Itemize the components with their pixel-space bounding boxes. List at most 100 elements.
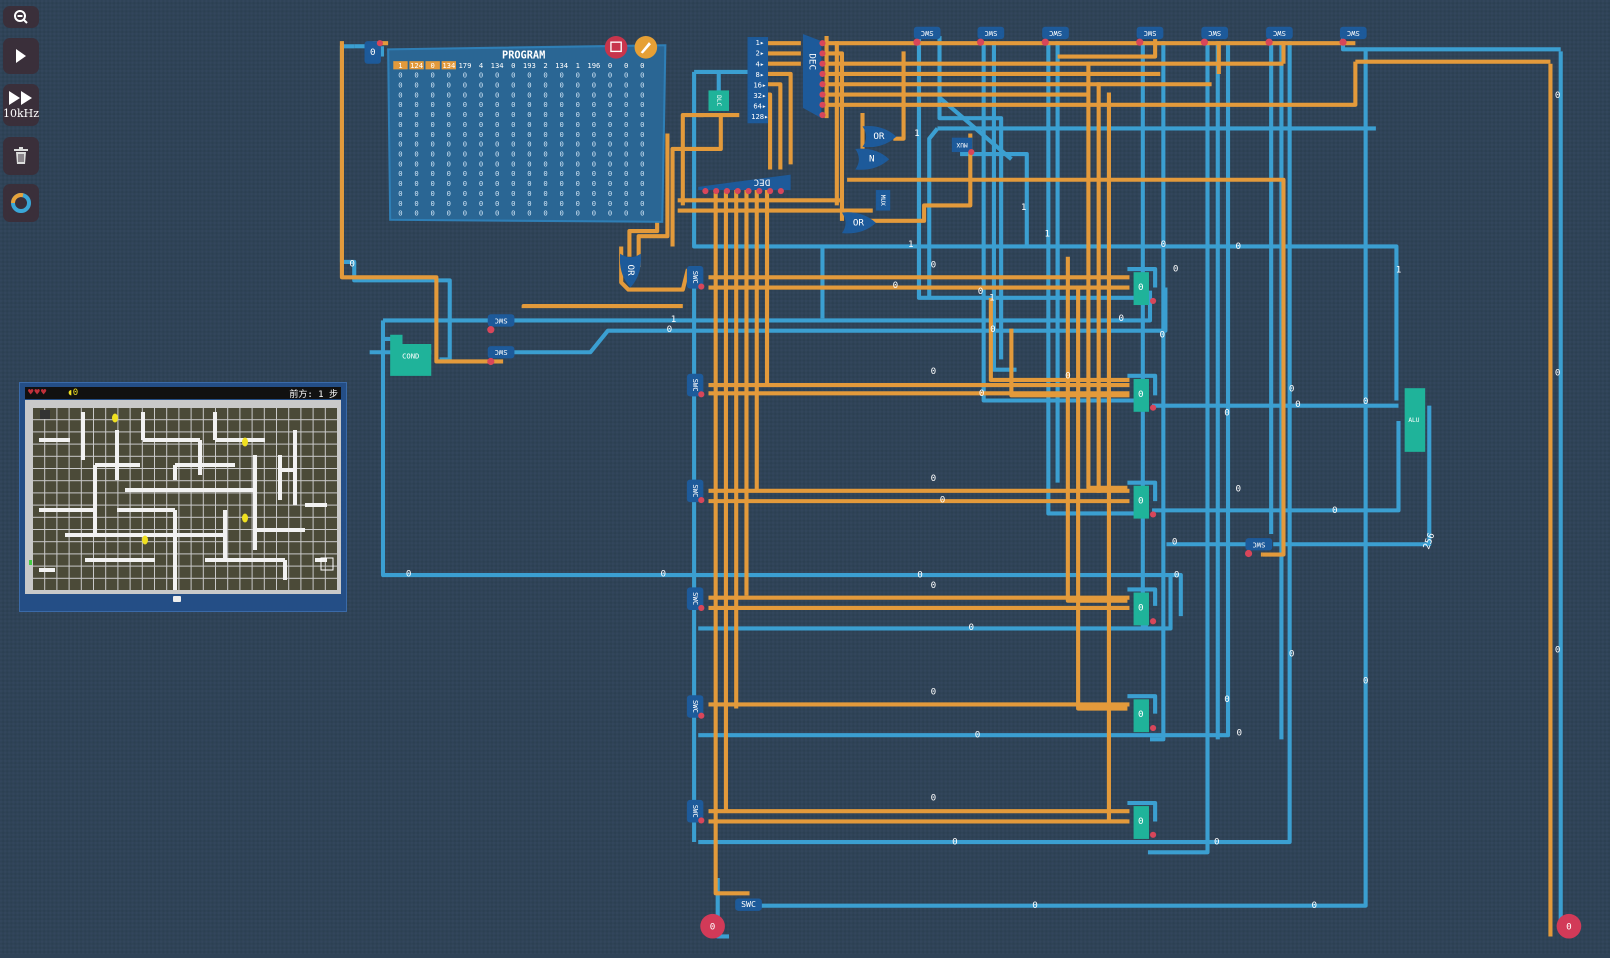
wire-off[interactable] — [1127, 587, 1158, 606]
maze-cell — [228, 408, 240, 420]
maze-cell — [130, 420, 142, 432]
swc-switch[interactable] — [977, 26, 1005, 40]
program-memory[interactable] — [387, 44, 667, 223]
maze-cell — [106, 517, 118, 529]
wire-on[interactable] — [670, 115, 723, 247]
wire-on[interactable] — [764, 71, 793, 165]
delete-button[interactable] — [3, 137, 39, 175]
color-ring-button[interactable] — [3, 184, 39, 222]
register[interactable] — [1133, 485, 1149, 519]
wire-on[interactable] — [1065, 256, 1128, 603]
fast-forward-button[interactable]: 10kHz — [3, 84, 39, 126]
wire-on[interactable] — [713, 190, 750, 896]
wire-off[interactable] — [1147, 41, 1210, 855]
wire-off[interactable] — [1127, 800, 1158, 822]
wire-off[interactable] — [927, 127, 940, 298]
swc-switch[interactable] — [487, 346, 515, 359]
input-switch[interactable] — [364, 41, 381, 64]
program-cell: 0 — [511, 120, 515, 129]
wire-off[interactable] — [916, 35, 1150, 300]
alu[interactable] — [1404, 388, 1426, 452]
play-button[interactable] — [3, 38, 39, 74]
wire-off[interactable] — [692, 71, 1399, 401]
swc-switch[interactable] — [1266, 26, 1293, 40]
wire-off[interactable] — [1127, 480, 1158, 502]
wire-off[interactable] — [698, 575, 1173, 631]
output-node-left[interactable] — [700, 913, 725, 939]
output-node-right[interactable] — [1556, 913, 1582, 939]
maze-cell — [313, 505, 325, 517]
program-cell: 0 — [592, 199, 596, 208]
wire-on[interactable] — [521, 303, 683, 309]
swc-switch[interactable] — [686, 265, 704, 289]
wire-off[interactable] — [698, 41, 1292, 845]
wire-off[interactable] — [1273, 405, 1432, 547]
or-gate — [862, 126, 897, 148]
wire-off[interactable] — [1127, 373, 1158, 396]
wire-off[interactable] — [698, 41, 1231, 738]
program-cell: 0 — [592, 80, 596, 89]
save-button[interactable] — [604, 35, 628, 59]
wire-off[interactable] — [960, 152, 1029, 247]
wire-on[interactable] — [1076, 287, 1128, 711]
maze-cell — [130, 517, 142, 529]
pin — [777, 187, 784, 195]
maze-cell — [301, 505, 313, 517]
wire-off[interactable] — [503, 290, 1153, 323]
wire-on[interactable] — [893, 51, 906, 141]
swc-switch[interactable] — [735, 898, 762, 911]
wire-on[interactable] — [764, 82, 783, 170]
maze-cell — [155, 408, 167, 420]
swc-switch[interactable] — [686, 799, 704, 823]
wire-on[interactable] — [821, 61, 1358, 107]
swc-switch[interactable] — [1201, 26, 1229, 40]
wire-off[interactable] — [981, 41, 1148, 403]
wire-off[interactable] — [937, 35, 1004, 360]
maze-cell — [313, 420, 325, 432]
swc-switch[interactable] — [1042, 26, 1069, 40]
bit-label: 64▸ — [753, 102, 766, 111]
wire-off[interactable] — [938, 96, 1013, 161]
wire-off[interactable] — [1150, 41, 1166, 742]
wire-on[interactable] — [1086, 61, 1128, 490]
maze-cell — [81, 456, 93, 468]
chat-bubble-icon[interactable] — [173, 596, 181, 602]
register[interactable] — [1133, 378, 1149, 412]
wire-off[interactable] — [380, 336, 1183, 617]
wire-on[interactable] — [1009, 328, 1130, 398]
maze-cell — [81, 420, 93, 432]
maze-cell — [289, 420, 301, 432]
wire-on[interactable] — [1057, 35, 1158, 59]
swc-switch[interactable] — [1339, 26, 1367, 40]
maze-cell — [155, 469, 167, 481]
pin — [734, 187, 741, 195]
wire-off[interactable] — [991, 41, 1017, 372]
swc-switch[interactable] — [686, 373, 704, 397]
condition-unit[interactable] — [390, 334, 432, 376]
swc-switch[interactable] — [686, 695, 704, 718]
register[interactable] — [1133, 592, 1149, 626]
wire-off[interactable] — [1127, 694, 1158, 714]
register[interactable] — [1133, 699, 1149, 733]
wire-on[interactable] — [988, 297, 1130, 383]
swc-switch[interactable] — [1136, 26, 1164, 40]
pin — [819, 111, 826, 119]
register[interactable] — [1133, 806, 1149, 839]
wire-off[interactable] — [1046, 41, 1148, 516]
swc-switch[interactable] — [1245, 538, 1273, 551]
wire-on[interactable] — [636, 133, 670, 268]
wire-on[interactable] — [1106, 92, 1128, 824]
swc-switch[interactable] — [686, 479, 704, 503]
zoom-out-button[interactable] — [3, 6, 39, 28]
wire-on[interactable] — [847, 177, 1286, 557]
maze-game-panel[interactable]: ♥♥♥ ◖ 0 前方: 1 步 — [19, 382, 347, 612]
wire-on[interactable] — [339, 41, 504, 364]
wire-on[interactable] — [680, 113, 704, 206]
swc-switch[interactable] — [487, 314, 515, 327]
wire-off[interactable] — [1152, 421, 1401, 513]
swc-switch[interactable] — [686, 587, 704, 610]
swc-switch[interactable] — [913, 26, 941, 40]
wire-off[interactable] — [1127, 267, 1158, 288]
wire-on[interactable] — [852, 133, 973, 223]
register[interactable] — [1133, 272, 1149, 306]
